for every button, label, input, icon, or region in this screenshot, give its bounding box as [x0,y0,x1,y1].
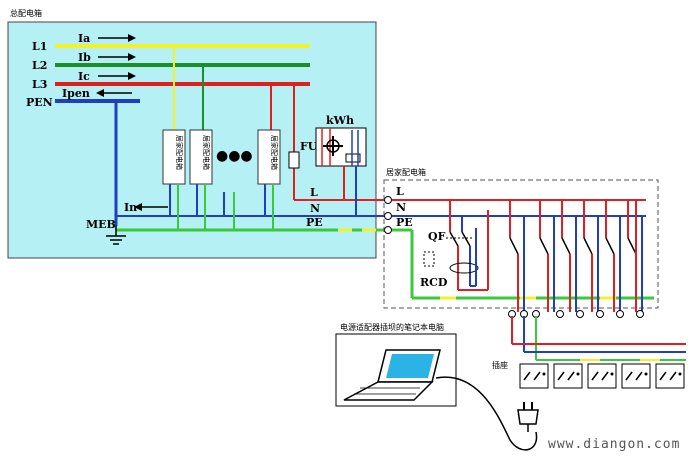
fuse [288,151,300,169]
socket-0-a [523,371,531,381]
socket-3-b [635,371,643,381]
rcd-label: RCD [420,276,448,289]
in-label: In [124,201,137,214]
sub-box-2-label: 居家配电箱 [202,135,211,170]
socket-0 [519,363,549,389]
bus-l3-label: L3 [32,78,47,91]
branch-0-blade [509,237,519,255]
laptop-label: 电源适配器插坝的笔记本电脑 [340,322,444,332]
socket-3-a [625,371,633,381]
meter-label: kWh [326,114,354,127]
arrow-ia-head [128,34,136,42]
meter-inner [345,153,361,163]
socket-0-dot [542,372,546,376]
socket-2-a [591,371,599,381]
in-arrow-head [134,203,142,211]
socket-1-a [557,371,565,381]
qf-switch-n-blade [461,231,471,247]
current-ia: Ia [78,32,90,45]
qf-label: QF [428,230,446,243]
branch-2-blade [561,237,571,255]
bus-pen-label: PEN [26,96,53,109]
sub-box-2 [189,129,213,185]
outlet-terminal-7 [636,310,644,318]
branch-5-blade [627,237,637,255]
terminal-n [384,212,392,220]
home-pe-label: PE [396,216,413,229]
socket-1-dot [576,372,580,376]
terminal-l [384,196,392,204]
bus-l1-label: L1 [32,40,47,53]
bus-l2-label: L2 [32,59,47,72]
inner-l-label: L [310,186,318,199]
socket-3-dot [644,372,648,376]
socket-4-a [659,371,667,381]
branch-switches [509,200,643,312]
fuse-label: FU [300,140,318,153]
branch-1-blade [539,237,549,255]
laptop-cord [435,376,538,451]
inner-pe-label: PE [306,216,323,229]
inner-n-label: N [310,202,320,215]
current-ib: Ib [78,51,91,64]
socket-2-b [601,371,609,381]
meb-label: MEB [86,218,116,231]
rcd-box [423,251,435,267]
socket-1 [553,363,583,389]
outlet-terminals [508,310,644,318]
watermark: www.diangon.com [548,437,680,452]
socket-0-b [533,371,541,381]
laptop-display [386,354,434,378]
plug-icon [517,409,539,425]
home-box [383,179,659,309]
home-l-label: L [396,185,404,198]
outlet-terminal-4 [576,310,584,318]
ellipsis-dots: ●●● [216,148,253,164]
socket-2 [587,363,617,389]
current-ipen: Ipen [62,87,90,100]
qf-switch-l-blade [449,231,459,247]
socket-4 [655,363,685,389]
branch-4-blade [605,237,615,255]
rcd-coil [449,262,479,274]
sub-box-3-label: 居家配电箱 [270,135,279,170]
socket-4-b [669,371,677,381]
arrow-ipen-head [96,89,104,97]
socket-1-b [567,371,575,381]
socket-4-dot [678,372,682,376]
socket-3 [621,363,651,389]
outlet-terminal-3 [556,310,564,318]
current-ic: Ic [78,70,90,83]
main-box-title: 总配电箱 [10,8,42,18]
sub-box-1 [162,129,186,185]
arrow-ic-head [128,72,136,80]
outlet-terminal-6 [616,310,624,318]
home-n-label: N [396,201,406,214]
socket-2-dot [610,372,614,376]
sub-box-3 [257,129,281,185]
branch-3-blade [583,237,593,255]
arrow-ib-head [128,53,136,61]
terminal-pe [384,226,392,234]
home-box-title: 居家配电箱 [386,167,426,177]
socket-group [519,363,685,389]
outlet-terminal-5 [596,310,604,318]
sub-box-1-label: 居家配电箱 [175,135,184,170]
socket-label: 插座 [492,360,508,370]
